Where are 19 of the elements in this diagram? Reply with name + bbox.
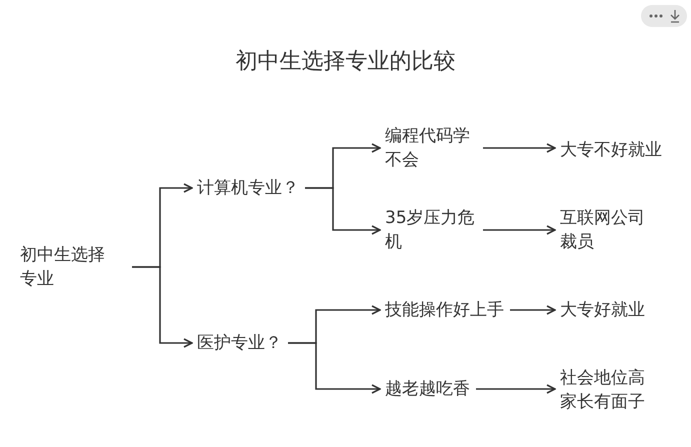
node-label: 技能操作好上手 xyxy=(385,298,504,322)
connector-arrow xyxy=(305,187,381,235)
node-label: 编程代码学不会 xyxy=(385,124,477,172)
node-label: 计算机专业？ xyxy=(197,176,299,200)
node-label: 初中生选择专业 xyxy=(20,243,112,291)
node-label: 互联网公司裁员 xyxy=(560,206,652,254)
node-label: 大专不好就业 xyxy=(560,138,662,162)
connector-arrow xyxy=(483,225,556,235)
node-label: 社会地位高家长有面子 xyxy=(560,366,652,414)
connector-arrow xyxy=(288,342,381,394)
connector-arrow xyxy=(132,266,193,348)
node-label: 35岁压力危机 xyxy=(385,206,477,254)
node-label: 越老越吃香 xyxy=(385,377,470,401)
connector-arrow xyxy=(476,384,556,394)
node-label: 大专好就业 xyxy=(560,298,645,322)
connector-arrow xyxy=(510,305,556,315)
diagram-title: 初中生选择专业的比较 xyxy=(234,48,456,76)
connector-arrow xyxy=(483,143,556,153)
node-label: 医护专业？ xyxy=(197,331,282,355)
